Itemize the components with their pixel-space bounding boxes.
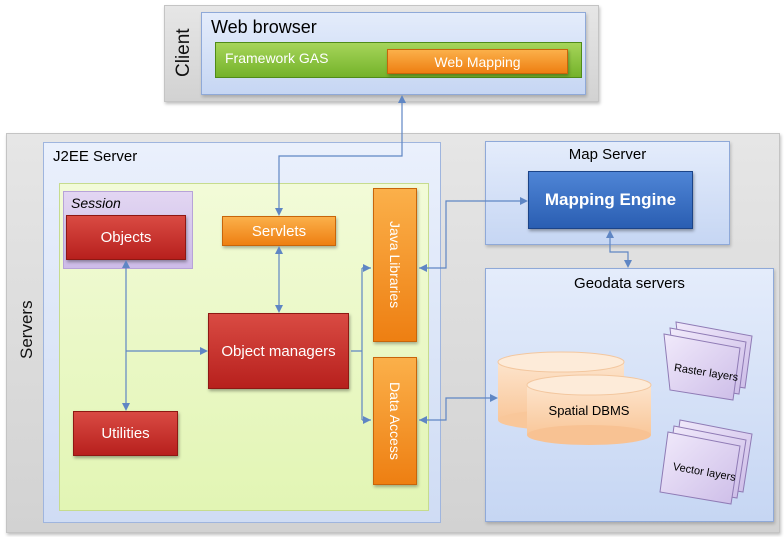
web-browser-title: Web browser	[211, 17, 317, 37]
object-managers-box: Object managers	[208, 313, 349, 389]
servlets-box: Servlets	[222, 216, 336, 246]
j2ee-server-title: J2EE Server	[53, 148, 138, 165]
connector-engine-geodata	[609, 232, 629, 266]
connector-managers-libs	[351, 267, 371, 421]
data-access-label: Data Access	[387, 382, 403, 460]
utilities-box: Utilities	[73, 411, 178, 456]
connectors	[125, 97, 629, 421]
map-server-title: Map Server	[568, 146, 647, 163]
connector-browser-servlets	[278, 97, 403, 214]
session-label: Session	[71, 195, 121, 211]
connector-dataaccess-dbms	[419, 397, 496, 421]
database-front-cylinder	[526, 374, 652, 445]
web-mapping-box: Web Mapping	[387, 49, 568, 74]
framework-gas-label: Framework GAS	[225, 50, 329, 66]
connector-libs-engine	[419, 200, 526, 269]
java-libraries-box: Java Libraries	[373, 188, 417, 342]
objects-box: Objects	[66, 215, 186, 260]
vector-layers-stack	[659, 419, 753, 505]
spatial-dbms-label: Spatial DBMS	[548, 402, 630, 418]
mapping-engine-box: Mapping Engine	[528, 171, 693, 229]
data-access-box: Data Access	[373, 357, 417, 485]
java-libraries-label: Java Libraries	[387, 221, 403, 309]
geodata-servers-title: Geodata servers	[574, 275, 685, 292]
raster-layers-stack	[663, 321, 753, 401]
connector-arrowheads	[122, 95, 632, 424]
